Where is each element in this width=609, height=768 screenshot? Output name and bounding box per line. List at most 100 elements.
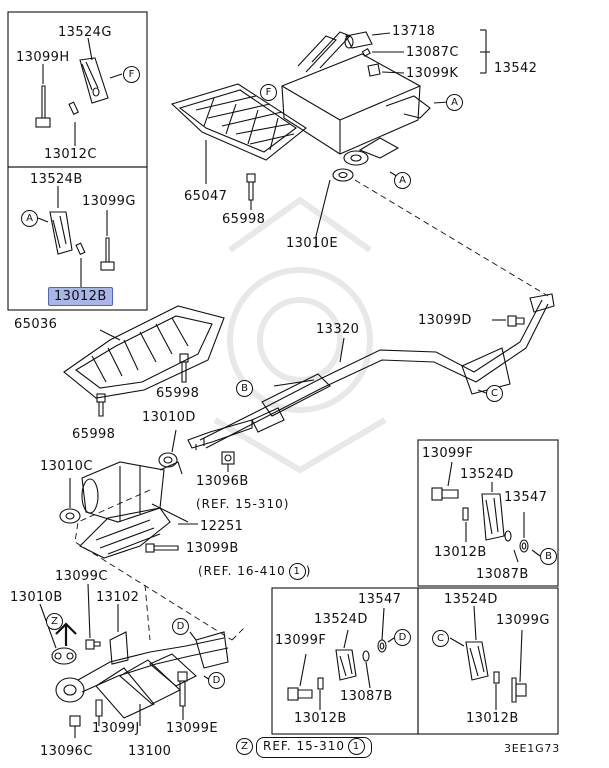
washers-13547-13087b-mid — [362, 607, 395, 689]
label-13099e[interactable]: 13099E — [166, 721, 218, 736]
label-13320[interactable]: 13320 — [316, 322, 360, 337]
bolt-13099h — [35, 64, 51, 128]
label-13010e[interactable]: 13010E — [286, 236, 338, 251]
heat-shield-65047 — [170, 83, 307, 184]
hanger-13524b — [37, 186, 73, 255]
label-65998-top[interactable]: 65998 — [222, 212, 266, 227]
watermark-emblem — [213, 196, 387, 474]
label-13010c[interactable]: 13010C — [40, 459, 93, 474]
label-13099g-left[interactable]: 13099G — [82, 194, 136, 209]
nut-13096c — [69, 715, 81, 738]
label-13542[interactable]: 13542 — [494, 61, 538, 76]
label-13524d-right[interactable]: 13524D — [460, 467, 514, 482]
marker-d-upper: D — [172, 618, 189, 635]
inset-box-right-top — [417, 439, 559, 587]
label-13100[interactable]: 13100 — [128, 744, 172, 759]
marker-z-bottom: Z — [236, 738, 253, 755]
label-13012b-highlighted[interactable]: 13012B — [48, 287, 113, 306]
label-13718[interactable]: 13718 — [392, 24, 436, 39]
marker-1-ref-16-410: 1 — [288, 563, 306, 580]
gasket-13010e — [315, 168, 354, 237]
hanger-bracket-13524g — [79, 37, 109, 104]
label-13524b[interactable]: 13524B — [30, 172, 83, 187]
tail-pipe-13718 — [344, 31, 391, 49]
label-13099b[interactable]: 13099B — [186, 541, 239, 556]
front-exhaust-pipe-13100 — [55, 631, 229, 726]
bolt-13099j — [95, 699, 103, 726]
label-13099h[interactable]: 13099H — [16, 50, 70, 65]
diagram-code: 3EE1G73 — [504, 742, 561, 755]
inset-box-bottom-right — [417, 587, 559, 735]
bolt-13099f-right — [431, 461, 459, 501]
dashed-guides — [74, 179, 549, 641]
main-muffler-13542 — [281, 31, 431, 166]
label-13012c[interactable]: 13012C — [44, 147, 97, 162]
label-13524d-mid[interactable]: 13524D — [314, 612, 368, 627]
label-13547-mid[interactable]: 13547 — [358, 592, 402, 607]
bolt-65998-mid — [179, 353, 189, 383]
label-13010b[interactable]: 13010B — [10, 590, 63, 605]
label-65998-mid[interactable]: 65998 — [156, 386, 200, 401]
label-13087b-mid[interactable]: 13087B — [340, 689, 393, 704]
bracket-13102 — [109, 604, 129, 665]
label-13010d[interactable]: 13010D — [142, 410, 196, 425]
washer-bolt-13087c-13099k — [361, 29, 490, 77]
marker-1-bottom: 1 — [348, 738, 366, 755]
marker-b-center: B — [236, 380, 253, 397]
label-13524g[interactable]: 13524G — [58, 25, 112, 40]
label-13087c[interactable]: 13087C — [406, 45, 459, 60]
label-13099j[interactable]: 13099J — [92, 721, 140, 736]
heat-shield-65036 — [63, 305, 225, 399]
gasket-13010d — [158, 429, 178, 468]
marker-f-muffler: F — [260, 84, 277, 101]
bolt-65998-low — [96, 393, 106, 417]
reference-16-410-close: ) — [305, 564, 312, 578]
label-13099f-mid[interactable]: 13099F — [275, 633, 327, 648]
label-13547-right[interactable]: 13547 — [504, 490, 548, 505]
label-13096b[interactable]: 13096B — [196, 474, 249, 489]
hanger-13524d-mid — [335, 629, 357, 681]
label-13087b-right[interactable]: 13087B — [476, 567, 529, 582]
lower-heat-shield — [79, 507, 171, 559]
marker-a-muffler-right: A — [446, 94, 463, 111]
pin-13012b-bottom-right — [493, 671, 500, 710]
label-13099f-right[interactable]: 13099F — [422, 446, 474, 461]
label-13012b-right[interactable]: 13012B — [434, 545, 487, 560]
label-13102[interactable]: 13102 — [96, 590, 140, 605]
reference-15-310-upper: (REF. 15-310) — [196, 497, 290, 511]
marker-d-lower: D — [208, 672, 225, 689]
label-13099d[interactable]: 13099D — [418, 313, 472, 328]
marker-z-left: Z — [46, 613, 63, 630]
label-65047[interactable]: 65047 — [184, 189, 228, 204]
bolt-13099c — [85, 583, 101, 650]
pin-13012b-right — [462, 507, 469, 542]
marker-c-center: C — [486, 385, 503, 402]
washers-13547-13087b-right — [504, 512, 541, 563]
label-13012b-mid[interactable]: 13012B — [294, 711, 347, 726]
gasket-13010c — [59, 478, 81, 524]
label-13096c[interactable]: 13096C — [40, 744, 93, 759]
label-65998-low[interactable]: 65998 — [72, 427, 116, 442]
reference-15-310-bottom-text: REF. 15-310 — [263, 739, 346, 753]
label-13099g-bottom-right[interactable]: 13099G — [496, 613, 550, 628]
marker-d-mid-inset: D — [394, 629, 411, 646]
label-65036[interactable]: 65036 — [14, 317, 58, 332]
marker-a-left: A — [21, 210, 38, 227]
label-13099k[interactable]: 13099K — [406, 66, 459, 81]
bolt-13099e — [177, 671, 188, 720]
marker-c-bottom-right: C — [432, 630, 449, 647]
nut-13096b — [221, 451, 235, 472]
label-12251[interactable]: 12251 — [200, 519, 244, 534]
label-13012b-bottom-right[interactable]: 13012B — [466, 711, 519, 726]
bolt-13099d — [492, 315, 525, 327]
bolt-65998-top — [246, 173, 256, 210]
label-13524d-bottom-right[interactable]: 13524D — [444, 592, 498, 607]
marker-a-muffler-bottom: A — [394, 172, 411, 189]
center-pipe-13320 — [199, 293, 555, 449]
label-13099c[interactable]: 13099C — [55, 569, 108, 584]
marker-f-upper-left: F — [123, 66, 140, 83]
